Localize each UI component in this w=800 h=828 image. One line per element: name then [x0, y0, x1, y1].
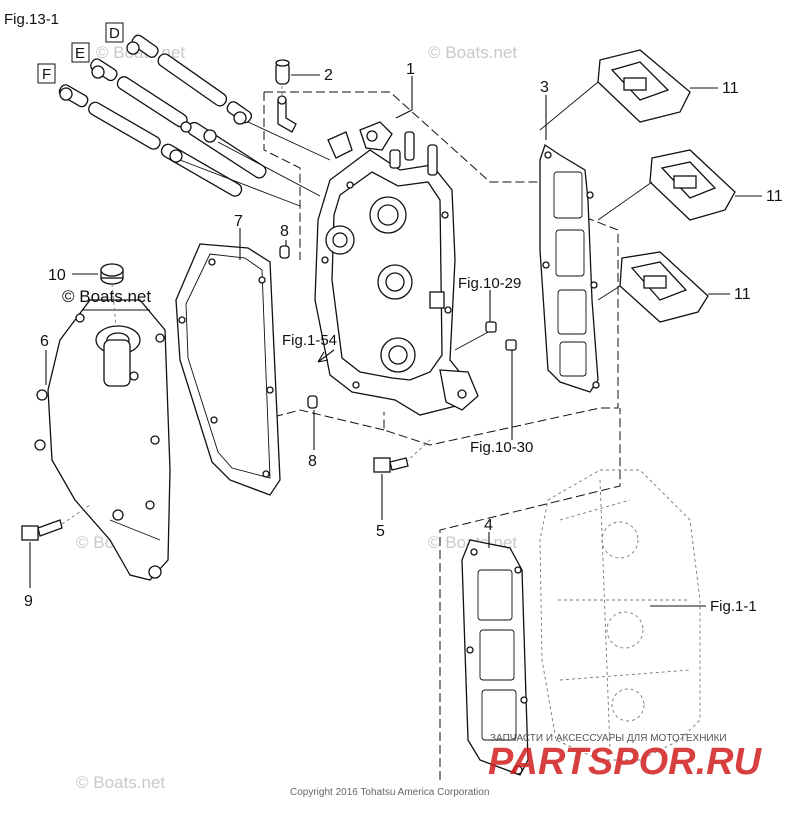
ref-box-e: [71, 42, 90, 63]
assembly-outline: [264, 91, 619, 446]
hose-clip: [169, 149, 183, 163]
brand-overlay: ЗАПЧАСТИ И АКСЕССУАРЫ ДЛЯ МОТОТЕХНИКИ PA…: [488, 733, 763, 783]
callout-9: 9: [24, 593, 33, 610]
hose-clip: [180, 121, 192, 133]
hose-clip: [203, 129, 217, 143]
hose-set: [58, 34, 331, 207]
callout-5: 5: [376, 523, 385, 540]
part-6-outer-cover: [34, 299, 171, 581]
ref-fittings: [429, 290, 517, 440]
hose-clip: [59, 87, 73, 101]
hose-clip: [126, 41, 140, 55]
assembly-outline-lower: [439, 408, 621, 780]
part-5-bolt: [373, 439, 431, 520]
part-3-gasket: [539, 95, 600, 393]
engine-block-reference: [539, 469, 706, 761]
callout-8-upper: 8: [280, 223, 289, 240]
figure-id: Fig.13-1: [4, 11, 59, 28]
hose-d: [131, 34, 253, 124]
part-8-dowel-lower: [307, 395, 318, 409]
ref-letter-d: D: [109, 25, 120, 42]
ref-fig-10-29: Fig.10-29: [458, 275, 521, 292]
part-2-nipple: [275, 59, 320, 133]
callout-11-top: 11: [722, 80, 739, 97]
callout-10: 10: [48, 267, 66, 284]
watermark-main: © Boats.net: [62, 287, 151, 306]
callout-8-lower: 8: [308, 453, 317, 470]
hose-clip: [233, 111, 247, 125]
ref-letter-f: F: [42, 66, 51, 83]
watermark-text: © Boats.net: [76, 773, 165, 792]
ref-fig-1-54: Fig.1-54: [282, 332, 337, 349]
callout-1: 1: [406, 61, 415, 78]
ref-fig-1-1: Fig.1-1: [710, 598, 757, 615]
callout-leaders: [45, 76, 413, 385]
part-8-dowel-upper: [279, 245, 290, 259]
callout-2: 2: [324, 67, 333, 84]
watermark-text: © Boats.net: [428, 43, 517, 62]
callout-6: 6: [40, 333, 49, 350]
brand-name: PARTSPOR.RU: [488, 741, 763, 783]
part-11-reed-valve-top: [597, 49, 718, 123]
brand-tagline: ЗАПЧАСТИ И АКСЕССУАРЫ ДЛЯ МОТОТЕХНИКИ: [490, 733, 727, 744]
part-4-gasket: [461, 532, 529, 776]
ref-box-d: [105, 22, 124, 43]
part-7-gasket: [175, 243, 281, 496]
ref-box-f: [37, 63, 56, 84]
arrow-icon: [317, 349, 335, 363]
reed-valve-leaders: [539, 81, 653, 301]
callout-3: 3: [540, 79, 549, 96]
part-11-reed-valve-mid: [649, 149, 762, 221]
part-9-bolt: [21, 504, 91, 588]
callout-11-low: 11: [734, 286, 751, 303]
ref-letter-e: E: [75, 45, 85, 62]
cross-references: Fig.10-29 Fig.10-30 Fig.1-54 Fig.1-1: [282, 275, 757, 615]
callout-7: 7: [234, 213, 243, 230]
assembly-outline: [263, 92, 301, 260]
assembly-outline: [261, 409, 385, 431]
part-11-reed-valve-low: [619, 251, 730, 323]
copyright-text: Copyright 2016 Tohatsu America Corporati…: [290, 787, 489, 798]
hose-routing-lines: [179, 121, 331, 207]
ref-fig-10-30: Fig.10-30: [470, 439, 533, 456]
hose-clip: [91, 65, 105, 79]
callout-4: 4: [484, 517, 493, 534]
callout-11-mid: 11: [766, 188, 783, 205]
part-10-plug: [72, 263, 124, 327]
hose-reference-boxes: D E F: [37, 22, 124, 84]
part-1-cover-body: [314, 121, 479, 416]
callout-numbers: 1 2 3 4 5 6 7 8 8 9 10 11 11 11: [24, 61, 783, 610]
